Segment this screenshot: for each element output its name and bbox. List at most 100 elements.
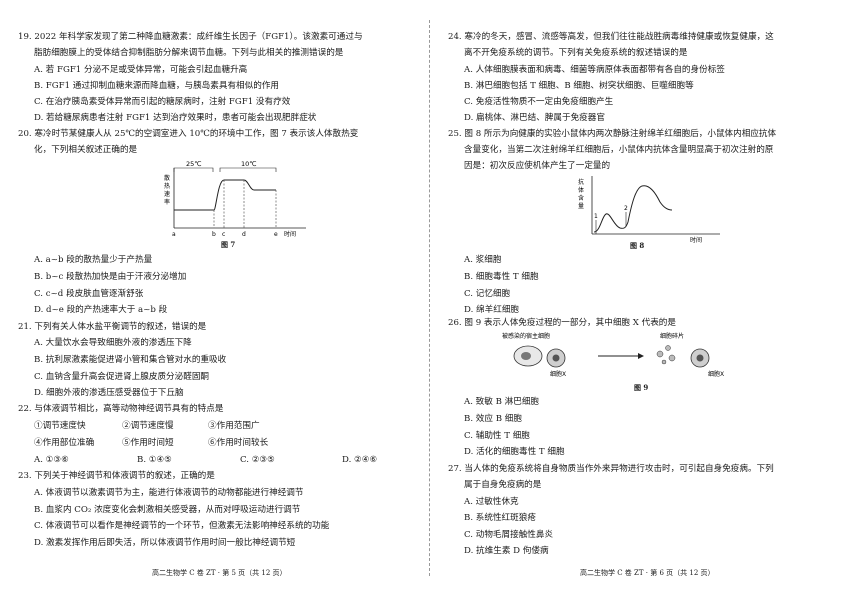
q26-option-d: D. 活化的细胞毒性 T 细胞 (464, 447, 565, 457)
q27-stem-line1: 27. 当人体的免疫系统将自身物质当作外来异物进行攻击时，可引起自身免疫病。下列 (448, 464, 774, 474)
ylabel-char-2: 热 (164, 182, 170, 190)
label-10c: 10℃ (241, 160, 257, 168)
q26-option-c: C. 辅助性 T 细胞 (464, 431, 530, 441)
left-page-footer: 高二生物学 C 卷 ZT · 第 5 页（共 12 页） (152, 569, 287, 577)
figure-9-immune-process: 被感染的宿主细胞 细胞X 细胞碎片 细胞X (502, 332, 724, 378)
label-25c: 25℃ (186, 160, 202, 168)
q22-item-1: ①调节速度快 (34, 421, 86, 431)
ylabel-char-4: 率 (164, 198, 170, 206)
q21-stem: 21. 下列有关人体水盐平衡调节的叙述，错误的是 (18, 322, 207, 332)
q21-option-d: D. 细胞外液的渗透压感受器位于下丘脑 (34, 388, 184, 398)
q23-option-d: D. 激素发挥作用后即失活，所以体液调节作用时间一般比神经调节短 (34, 538, 296, 548)
injection-1-label: 1 (594, 213, 598, 220)
q23-stem: 23. 下列关于神经调节和体液调节的叙述，正确的是 (18, 471, 215, 481)
point-e: e (274, 231, 278, 238)
left-page: 19. 2022 年科学家发现了第二种降血糖激素：成纤维生长因子（FGF1）。该… (18, 32, 378, 577)
q22-option-a: A. ①③⑥ (34, 455, 69, 465)
q26-option-a: A. 致敏 B 淋巴细胞 (464, 397, 540, 407)
q19-stem-line1: 19. 2022 年科学家发现了第二种降血糖激素：成纤维生长因子（FGF1）。该… (18, 32, 363, 42)
q25-option-b: B. 细胞毒性 T 细胞 (464, 272, 539, 282)
fragment (656, 350, 664, 358)
q20-stem-line1: 20. 寒冷时节某健康人从 25℃的空调室进入 10℃的环境中工作，图 7 表示… (18, 129, 359, 139)
ylabel-char-4: 量 (578, 203, 584, 210)
q19-option-c: C. 在治疗胰岛素受体异常而引起的糖尿病时，注射 FGF1 没有疗效 (34, 97, 291, 107)
figure-7-caption: 图 7 (221, 240, 236, 249)
heat-dissipation-curve (174, 179, 276, 211)
q22-item-2: ②调节速度慢 (122, 421, 174, 431)
q27-option-a: A. 过敏性休克 (464, 497, 519, 507)
q22-option-d: D. ②④⑥ (342, 455, 378, 465)
cell-x-after-nucleus (696, 354, 704, 362)
q24-option-c: C. 免疫活性物质不一定由免疫细胞产生 (464, 97, 614, 107)
q26-option-b: B. 效应 B 细胞 (464, 414, 522, 424)
q27-option-d: D. 抗维生素 D 佝偻病 (464, 546, 549, 556)
q21-option-c: C. 血钠含量升高会促进肾上腺皮质分泌醛固酮 (34, 372, 210, 382)
q22-option-c: C. ②③⑤ (240, 455, 275, 465)
xlabel-time: 时间 (284, 230, 296, 238)
q25-stem-line2: 含量变化，当第二次注射绵羊红细胞后，小鼠体内抗体含量明显高于初次注射的原 (464, 145, 774, 155)
q27-option-c: C. 动物毛屑接触性鼻炎 (464, 530, 554, 540)
fragment (665, 345, 671, 351)
q24-stem-line1: 24. 寒冷的冬天，感冒、流感等高发，但我们往往能战胜病毒维持健康或恢复健康，这 (448, 32, 774, 42)
q20-option-b: B. b~c 段散热加快是由于汗液分泌增加 (34, 272, 187, 282)
figure-7-heat-dissipation: 25℃ 10℃ 散 热 速 率 a b c d e 时间 (164, 160, 306, 238)
xlabel-time: 时间 (690, 236, 702, 244)
q21-option-a: A. 大量饮水会导致细胞外液的渗透压下降 (34, 338, 192, 348)
bracket-25c (173, 167, 214, 172)
cell-x-label: 细胞X (550, 370, 566, 378)
q25-stem-line1: 25. 图 8 所示为向健康的实验小鼠体内两次静脉注射绵羊红细胞后，小鼠体内相应… (448, 129, 777, 139)
ylabel-char-1: 抗 (578, 178, 584, 186)
q19-stem-line2: 脂肪细胞膜上的受体结合抑制脂肪分解来调节血糖。下列与此相关的推测错误的是 (34, 48, 344, 58)
ylabel-char-3: 速 (164, 191, 170, 198)
q25-stem-line3: 因是：初次反应使机体产生了一定量的 (464, 161, 611, 171)
q22-option-b: B. ①④⑤ (137, 455, 172, 465)
right-page: 24. 寒冷的冬天，感冒、流感等高发，但我们往往能战胜病毒维持健康或恢复健康，这… (430, 0, 860, 592)
q22-item-5: ⑤作用时间短 (122, 438, 174, 448)
q20-stem-line2: 化，下列相关叙述正确的是 (34, 145, 138, 155)
q22-item-3: ③作用范围广 (208, 421, 260, 431)
bracket-10c (219, 167, 277, 172)
arrow-head (638, 353, 644, 359)
figure-9-caption: 图 9 (634, 383, 649, 392)
q23-option-a: A. 体液调节以激素调节为主，能进行体液调节的动物都能进行神经调节 (34, 488, 304, 498)
point-d: d (242, 231, 246, 238)
q25-option-c: C. 记忆细胞 (464, 289, 511, 299)
cell-x-nucleus (552, 354, 560, 362)
q24-option-b: B. 淋巴细胞包括 T 细胞、B 细胞、树突状细胞、巨噬细胞等 (464, 81, 694, 91)
q22-stem: 22. 与体液调节相比，高等动物神经调节具有的特点是 (18, 404, 224, 414)
q23-option-c: C. 体液调节可以看作是神经调节的一个环节，但激素无法影响神经系统的功能 (34, 521, 330, 531)
q23-option-b: B. 血浆内 CO₂ 浓度变化会刺激相关感受器，从而对呼吸运动进行调节 (34, 505, 301, 515)
point-b: b (212, 231, 216, 238)
q24-option-a: A. 人体细胞膜表面和病毒、细菌等病原体表面都带有各自的身份标签 (464, 65, 725, 75)
figure-8-antibody: 抗 体 含 量 1 2 时间 (578, 176, 720, 244)
point-c: c (222, 231, 225, 238)
q19-option-d: D. 若给糖尿病患者注射 FGF1 达到治疗效果时，患者可能会出现肥胖症状 (34, 113, 317, 123)
host-cell-nucleus (521, 352, 531, 360)
ylabel-char-1: 散 (164, 174, 170, 182)
q26-stem: 26. 图 9 表示人体免疫过程的一部分，其中细胞 X 代表的是 (448, 318, 676, 328)
q22-item-4: ④作用部位准确 (34, 438, 95, 448)
point-a: a (172, 231, 176, 238)
page-divider (429, 20, 431, 576)
fragment (668, 354, 676, 362)
q25-option-a: A. 浆细胞 (464, 255, 502, 265)
q24-option-d: D. 扁桃体、淋巴结、脾属于免疫器官 (464, 113, 605, 123)
cell-fragments-label: 细胞碎片 (660, 332, 684, 340)
q19-option-a: A. 若 FGF1 分泌不足或受体异常，可能会引起血糖升高 (34, 65, 248, 75)
q22-item-6: ⑥作用时间较长 (208, 438, 269, 448)
ylabel-char-2: 体 (578, 186, 584, 194)
cell-x-after-label: 细胞X (708, 370, 724, 378)
q19-option-b: B. FGF1 通过抑制血糖来源而降血糖，与胰岛素具有相似的作用 (34, 81, 280, 91)
antibody-curve (593, 185, 673, 233)
q24-stem-line2: 离不开免疫系统的调节。下列有关免疫系统的叙述错误的是 (464, 48, 688, 58)
right-page-footer: 高二生物学 C 卷 ZT · 第 6 页（共 12 页） (580, 569, 715, 577)
q20-option-a: A. a~b 段的散热量少于产热量 (34, 255, 153, 265)
fragment (661, 359, 667, 365)
q21-option-b: B. 抗利尿激素能促进肾小管和集合管对水的重吸收 (34, 355, 227, 365)
q25-option-d: D. 绵羊红细胞 (464, 305, 520, 315)
q20-option-d: D. d~e 段的产热速率大于 a~b 段 (34, 305, 168, 315)
q27-stem-line2: 属于自身免疫病的是 (464, 480, 542, 490)
injection-2-label: 2 (624, 205, 628, 212)
ylabel-char-3: 含 (578, 194, 584, 202)
figure-8-caption: 图 8 (630, 241, 645, 250)
